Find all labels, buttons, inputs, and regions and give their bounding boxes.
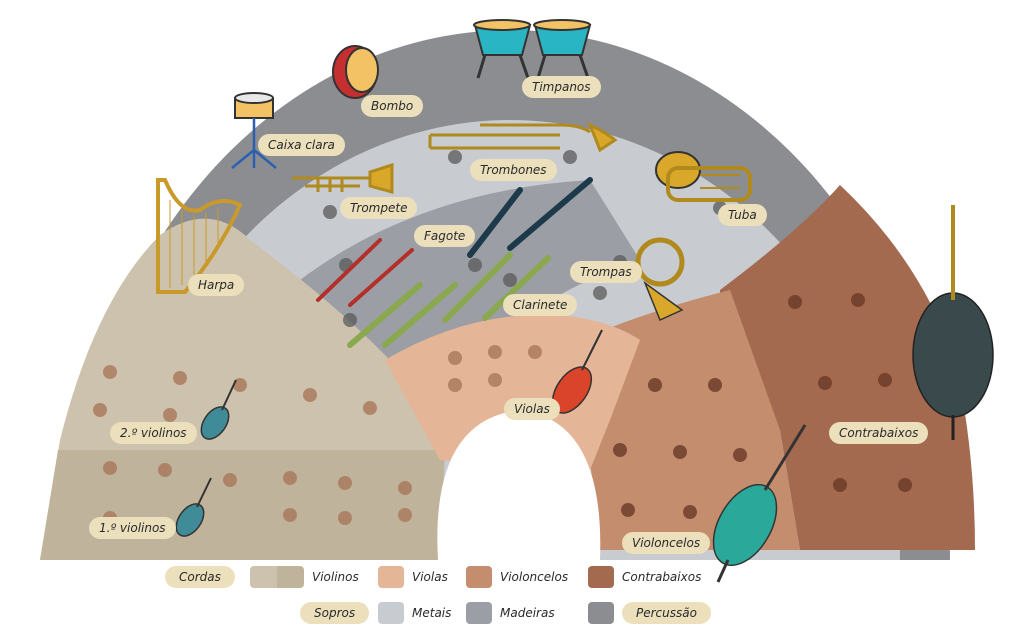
clarinet-icon: [347, 252, 551, 348]
contrabaixos-swatch: [588, 566, 614, 588]
label-harpa: Harpa: [188, 274, 245, 296]
trumpet-icon: [292, 162, 394, 194]
timpani-icon: [473, 19, 592, 79]
oboe-icon: [316, 238, 414, 307]
legend-metais-label: Metais: [412, 606, 452, 620]
primeiros-violinos-section: [40, 450, 445, 560]
violin-icon: [175, 379, 237, 537]
viola-icon: [551, 329, 603, 414]
label-bombo: Bombo: [361, 95, 424, 117]
legend-madeiras: Madeiras: [466, 602, 555, 624]
horn-icon: [635, 237, 685, 322]
violas-section: [385, 314, 640, 470]
label-contrabaixos: Contrabaixos: [829, 422, 929, 444]
trombone-icon: [428, 122, 618, 153]
tuba-icon: [655, 151, 752, 202]
legend-metais: Metais: [378, 602, 451, 624]
legend-violas: Violas: [378, 566, 448, 588]
label-violoncelos: Violoncelos: [622, 532, 711, 554]
legend-sopros-label: Sopros: [300, 602, 370, 624]
label-segundos-violinos: 2.º violinos: [110, 422, 197, 444]
low-string-seat-dots: [613, 293, 912, 519]
snare-drum-icon: [231, 92, 277, 169]
violas-swatch: [378, 566, 404, 588]
violoncelos-swatch: [466, 566, 492, 588]
label-primeiros-violinos: 1.º violinos: [89, 517, 176, 539]
bassoon-icon: [467, 177, 593, 258]
legend-percussao-label: Percussão: [622, 602, 711, 624]
legend-cordas-label: Cordas: [165, 566, 235, 588]
percussao-swatch: [588, 602, 614, 624]
madeiras-section: [300, 180, 640, 380]
label-trompas: Trompas: [570, 261, 642, 283]
double-bass-icon: [912, 205, 994, 440]
legend-violas-label: Violas: [412, 570, 448, 584]
label-caixa-clara: Caixa clara: [258, 134, 345, 156]
violinos-swatch: [250, 566, 304, 588]
legend-violinos-label: Violinos: [312, 570, 359, 584]
metais-swatch: [378, 602, 404, 624]
label-trompete: Trompete: [340, 197, 418, 219]
bass-drum-icon: [332, 45, 379, 99]
legend-violinos: Violinos: [250, 566, 359, 588]
string-seat-dots: [93, 345, 542, 525]
label-fagote: Fagote: [414, 225, 476, 247]
cello-icon: [712, 424, 807, 583]
legend: Cordas Violinos Violas Violoncelos Contr…: [0, 560, 1015, 638]
madeiras-swatch: [466, 602, 492, 624]
legend-madeiras-label: Madeiras: [500, 606, 555, 620]
label-tuba: Tuba: [718, 204, 767, 226]
label-timpanos: Timpanos: [522, 76, 601, 98]
legend-contrabaixos: Contrabaixos: [588, 566, 701, 588]
label-trombones: Trombones: [470, 159, 557, 181]
label-clarinete: Clarinete: [503, 294, 578, 316]
legend-sopros: Sopros: [300, 602, 370, 624]
label-violas: Violas: [504, 398, 560, 420]
harp-icon: [156, 178, 243, 294]
legend-violoncelos-label: Violoncelos: [500, 570, 569, 584]
legend-percussao: Percussão: [588, 602, 711, 624]
legend-contrabaixos-label: Contrabaixos: [622, 570, 702, 584]
conductor-space: [437, 410, 601, 560]
contrabaixos-section: [720, 185, 975, 550]
legend-cordas: Cordas: [165, 566, 235, 588]
legend-violoncelos: Violoncelos: [466, 566, 568, 588]
